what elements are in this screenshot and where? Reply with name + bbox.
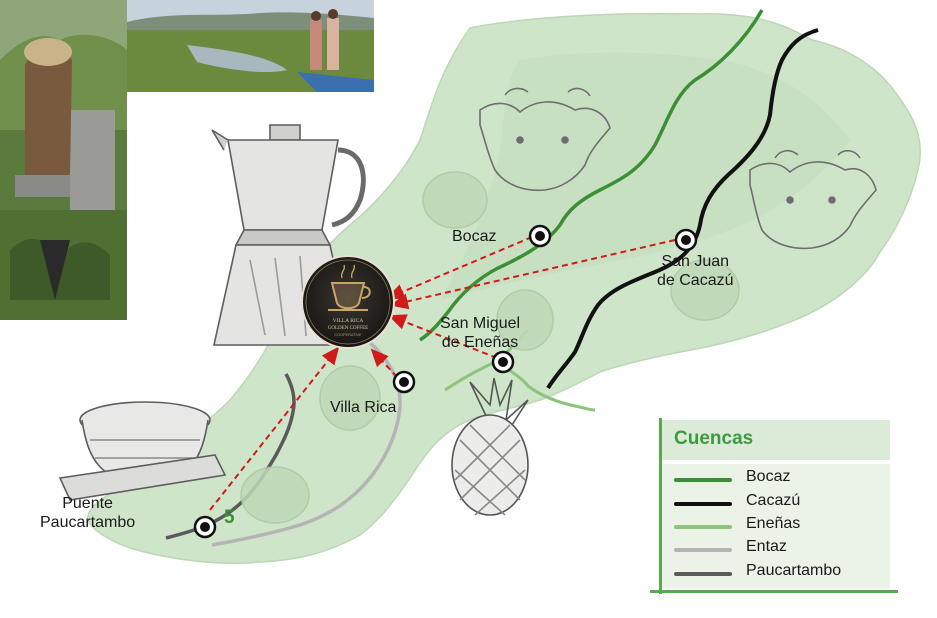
location-marker-icon <box>193 515 217 539</box>
place-name-san-juan-2: de Cacazú <box>657 272 734 289</box>
basket-sketch <box>58 401 227 501</box>
river-bocaz <box>419 9 764 342</box>
place-name-san-juan-1: San Juan <box>661 253 730 270</box>
label-bocaz: Bocaz <box>452 227 496 246</box>
legend: Cuencas Bocaz Cacazú Eneñas Entaz Paucar… <box>650 412 898 594</box>
place-name-san-miguel-1: San Miguel <box>440 315 521 332</box>
marker-number: 5 <box>224 507 235 528</box>
logo-text-line2: GOLDEN COFFEE <box>328 326 368 331</box>
photo-river-boat <box>127 0 374 92</box>
arrow-san-juan <box>390 239 676 310</box>
location-markers <box>193 224 698 539</box>
legend-item-enenas: Eneñas <box>674 515 894 537</box>
cow-sketch-2 <box>749 149 877 250</box>
logo-text-line3: COOPERATIVE <box>334 333 362 337</box>
legend-item-bocaz: Bocaz <box>674 468 894 490</box>
location-marker-icon <box>674 228 698 252</box>
label-villa-rica: Villa Rica <box>330 398 396 417</box>
legend-swatch <box>674 478 732 482</box>
legend-label: Bocaz <box>746 468 791 485</box>
coffee-bean-sketches <box>240 171 740 524</box>
river-enenas <box>444 360 596 412</box>
legend-label: Paucartambo <box>746 562 842 579</box>
place-name-puente-2: Paucartambo <box>40 514 136 531</box>
legend-item-entaz: Entaz <box>674 538 894 560</box>
legend-label: Entaz <box>746 538 787 555</box>
place-name-villa-rica: Villa Rica <box>330 399 397 416</box>
label-san-miguel: San Miguel de Eneñas <box>440 314 520 352</box>
legend-item-cacazu: Cacazú <box>674 492 894 514</box>
photo-woman-sculpture <box>0 0 127 320</box>
route-arrows <box>209 236 676 511</box>
place-name-bocaz: Bocaz <box>452 228 497 245</box>
arrow-bocaz <box>386 236 533 300</box>
legend-swatch <box>674 548 732 552</box>
legend-label: Eneñas <box>746 515 801 532</box>
cow-sketch-1 <box>479 87 611 192</box>
coffee-cup-icon <box>328 264 371 311</box>
location-marker-icon <box>392 370 416 394</box>
location-marker-icon <box>528 224 552 248</box>
location-marker-icon <box>491 350 515 374</box>
legend-swatch <box>674 572 732 576</box>
label-san-juan: San Juan de Cacazú <box>657 252 734 290</box>
place-name-san-miguel-2: de Eneñas <box>441 334 519 351</box>
pineapple-sketch <box>451 377 529 516</box>
legend-swatch <box>674 525 732 529</box>
arrow-san-miguel <box>388 314 498 359</box>
place-name-puente-1: Puente <box>62 495 113 512</box>
legend-swatch <box>674 502 732 506</box>
label-puente-paucartambo: Puente Paucartambo <box>40 494 135 532</box>
legend-title: Cuencas <box>674 428 754 449</box>
arrow-puente <box>209 346 340 511</box>
cooperative-logo: VILLA RICA GOLDEN COFFEE COOPERATIVE <box>301 255 395 349</box>
river-entaz <box>211 333 402 547</box>
legend-item-paucartambo: Paucartambo <box>674 562 894 584</box>
legend-label: Cacazú <box>746 492 801 509</box>
arrow-villa-rica <box>370 348 398 378</box>
river-cacazu <box>546 28 819 390</box>
logo-text-line1: VILLA RICA <box>333 318 364 324</box>
